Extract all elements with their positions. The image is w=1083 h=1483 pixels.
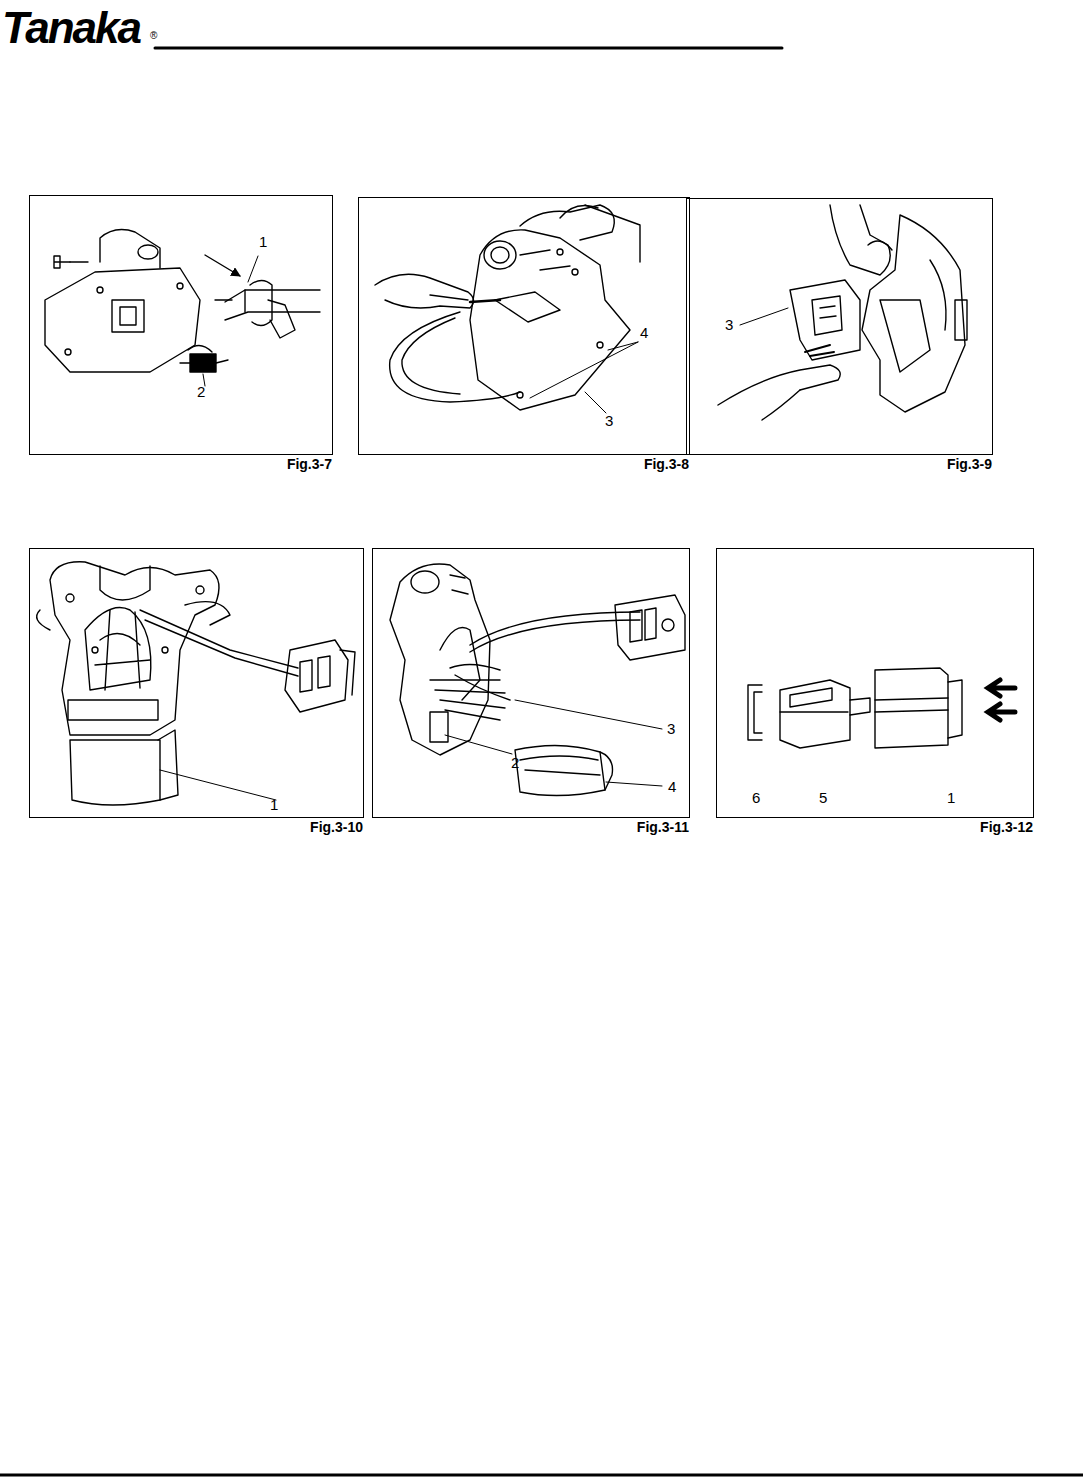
figure-panel: Fig.3-12 <box>716 548 1034 818</box>
figure-panel: Fig.3-10 <box>29 548 364 818</box>
figure-caption: Fig.3-11 <box>637 819 689 835</box>
registered-mark: ® <box>150 28 157 44</box>
callout-number: 2 <box>511 755 519 771</box>
callout-number: 5 <box>819 790 827 806</box>
callout-number: 1 <box>947 790 955 806</box>
housing-drawing <box>390 564 685 795</box>
parts-drawing <box>748 668 1015 748</box>
housing-drawing <box>375 205 640 413</box>
figure-caption: Fig.3-9 <box>947 456 992 472</box>
callout-number: 4 <box>668 779 676 795</box>
figure-panel: Fig.3-7 <box>29 195 333 455</box>
callout-number: 2 <box>197 384 205 400</box>
callout-number: 3 <box>667 721 675 737</box>
callout-number: 1 <box>259 234 267 250</box>
figure-caption: Fig.3-8 <box>644 456 689 472</box>
figure-caption: Fig.3-7 <box>287 456 332 472</box>
callout-number: 1 <box>270 797 278 813</box>
callout-number: 3 <box>725 317 733 333</box>
figure-panel: Fig.3-11 <box>372 548 690 818</box>
housing-drawing <box>718 205 967 420</box>
brand-logo: Tanaka <box>2 4 140 52</box>
footer-rule <box>0 1474 1083 1477</box>
figure-caption: Fig.3-10 <box>310 819 363 835</box>
header-rule <box>155 47 782 50</box>
housing-drawing <box>37 562 355 805</box>
housing-drawing <box>45 230 320 386</box>
figure-caption: Fig.3-12 <box>980 819 1033 835</box>
callout-number: 6 <box>752 790 760 806</box>
callout-number: 3 <box>605 413 613 429</box>
callout-number: 4 <box>640 325 648 341</box>
